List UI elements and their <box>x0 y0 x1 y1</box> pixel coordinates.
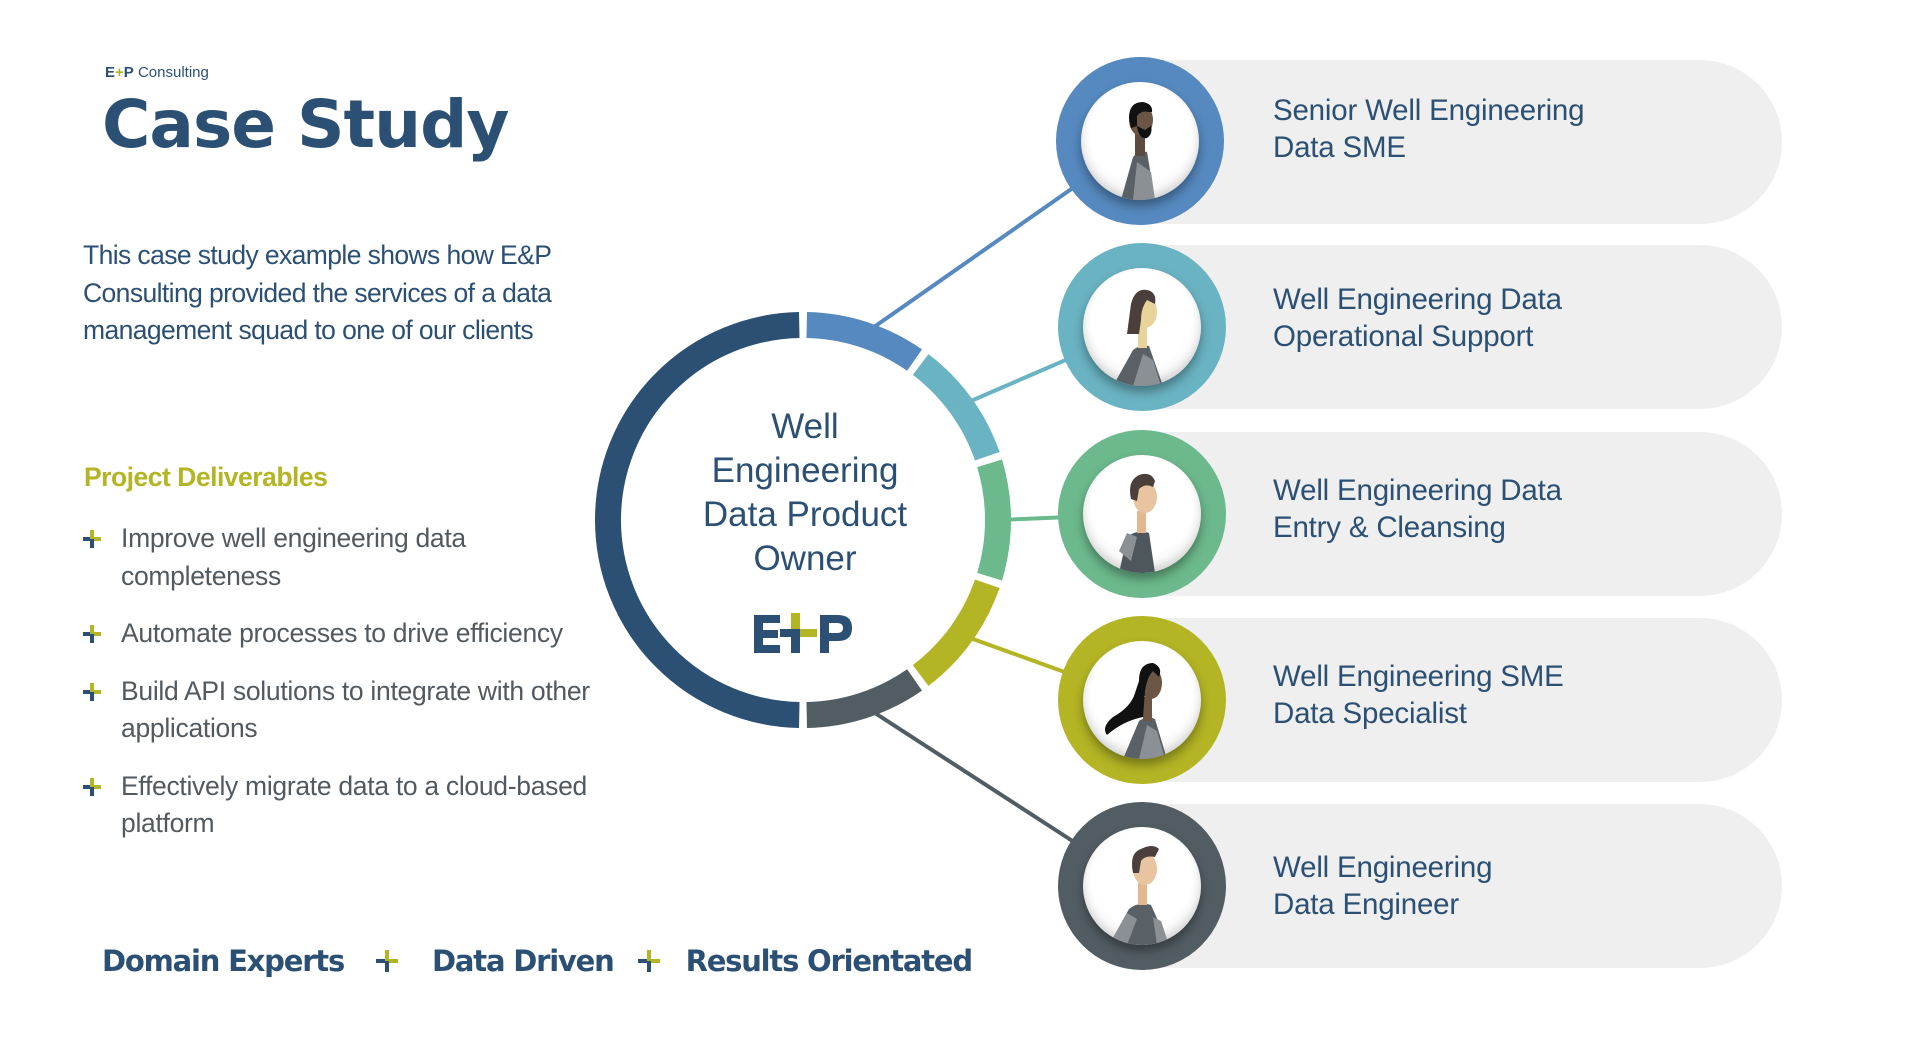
tagline-results-orientated: Results Orientated <box>685 944 974 978</box>
tagline: Domain Experts Data Driven Results Orien… <box>102 944 974 978</box>
role-card-operational-support <box>1140 245 1782 409</box>
center-label-line: Well <box>771 407 839 446</box>
tagline-domain-experts: Domain Experts <box>102 944 345 978</box>
page-title: Case Study <box>102 86 509 163</box>
deliverable-text: Effectively migrate data to a cloud-base… <box>121 770 587 839</box>
woman-long-hair-avatar-icon <box>1105 663 1167 759</box>
role-title-line: Senior Well Engineering <box>1273 94 1585 127</box>
deliverable-item: Improve well engineering data completene… <box>83 520 603 595</box>
role-sme-specialist: Well Engineering SME Data Specialist <box>1273 659 1564 732</box>
brand-prefix: E <box>105 64 116 81</box>
ring-segment-role-1 <box>912 354 1000 461</box>
ep-logo-icon <box>754 613 852 653</box>
intro-paragraph: This case study example shows how E&P Co… <box>83 240 552 345</box>
brand-suffix: P <box>123 64 134 81</box>
woman-short-hair-avatar-icon <box>1113 289 1163 386</box>
plus-bullet-icon <box>83 530 101 548</box>
role-operational-support: Well Engineering Data Operational Suppor… <box>1273 282 1562 355</box>
deliverable-text: Improve well engineering data completene… <box>121 523 466 591</box>
deliverable-text: Automate processes to drive efficiency <box>121 618 563 648</box>
role-title-line: Data SME <box>1273 130 1406 164</box>
role-title-line: Well Engineering Data <box>1273 283 1562 316</box>
plus-icon <box>637 950 660 972</box>
deliverables-list: Improve well engineering data completene… <box>83 520 603 863</box>
plus-bullet-icon <box>83 625 101 643</box>
avatar-ring-3 <box>1058 616 1226 784</box>
role-title-line: Well Engineering <box>1273 851 1493 884</box>
center-label-line: Engineering <box>711 451 899 490</box>
role-data-engineer: Well Engineering Data Engineer <box>1273 850 1492 923</box>
role-title-line: Data Specialist <box>1273 696 1467 730</box>
tagline-data-driven: Data Driven <box>432 944 615 978</box>
deliverable-text: Build API solutions to integrate with ot… <box>121 675 590 744</box>
ring-segment-role-4 <box>806 669 923 728</box>
role-card-entry-cleansing <box>1140 432 1782 596</box>
center-label-line: Data Product <box>702 495 908 534</box>
avatar-ring-0 <box>1056 57 1224 225</box>
avatar-ring-2 <box>1058 430 1226 598</box>
avatar-ring-4 <box>1058 802 1226 970</box>
role-senior-sme: Senior Well Engineering Data SME <box>1273 93 1585 166</box>
plus-bullet-icon <box>83 777 101 796</box>
role-card-data-engineer <box>1140 804 1782 968</box>
ring-segment-role-2 <box>977 459 1011 581</box>
deliverable-item: Build API solutions to integrate with ot… <box>83 673 603 748</box>
center-label-line: Owner <box>753 539 857 578</box>
center-role-label: Well Engineering Data Product Owner <box>660 405 950 581</box>
role-entry-cleansing: Well Engineering Data Entry & Cleansing <box>1273 473 1562 546</box>
role-title-line: Operational Support <box>1273 319 1534 353</box>
deliverable-item: Automate processes to drive efficiency <box>83 615 603 653</box>
role-card-sme-specialist <box>1140 618 1782 782</box>
ring-segment-role-0 <box>806 312 923 371</box>
ring-segment-owner <box>595 312 800 728</box>
brand-plus: + <box>115 64 124 81</box>
plus-icon <box>376 950 399 972</box>
deliverables-heading: Project Deliverables <box>84 462 328 492</box>
brand-name: Consulting <box>137 64 209 81</box>
bearded-man-avatar-icon <box>1121 102 1155 200</box>
role-card-senior-sme <box>1140 60 1782 224</box>
role-title-line: Data Engineer <box>1273 887 1459 921</box>
plus-bullet-icon <box>83 682 101 701</box>
ring-segment-role-3 <box>912 579 1000 686</box>
center-ring <box>595 312 1011 728</box>
avatar-ring-1 <box>1058 243 1226 411</box>
young-man-avatar-icon <box>1119 473 1157 573</box>
role-title-line: Well Engineering Data <box>1273 474 1562 507</box>
man-avatar-icon <box>1109 846 1169 945</box>
brand-logo: E+P Consulting <box>105 64 209 81</box>
role-title-line: Well Engineering SME <box>1273 660 1564 693</box>
role-title-line: Entry & Cleansing <box>1273 510 1506 544</box>
deliverable-item: Effectively migrate data to a cloud-base… <box>83 768 603 843</box>
